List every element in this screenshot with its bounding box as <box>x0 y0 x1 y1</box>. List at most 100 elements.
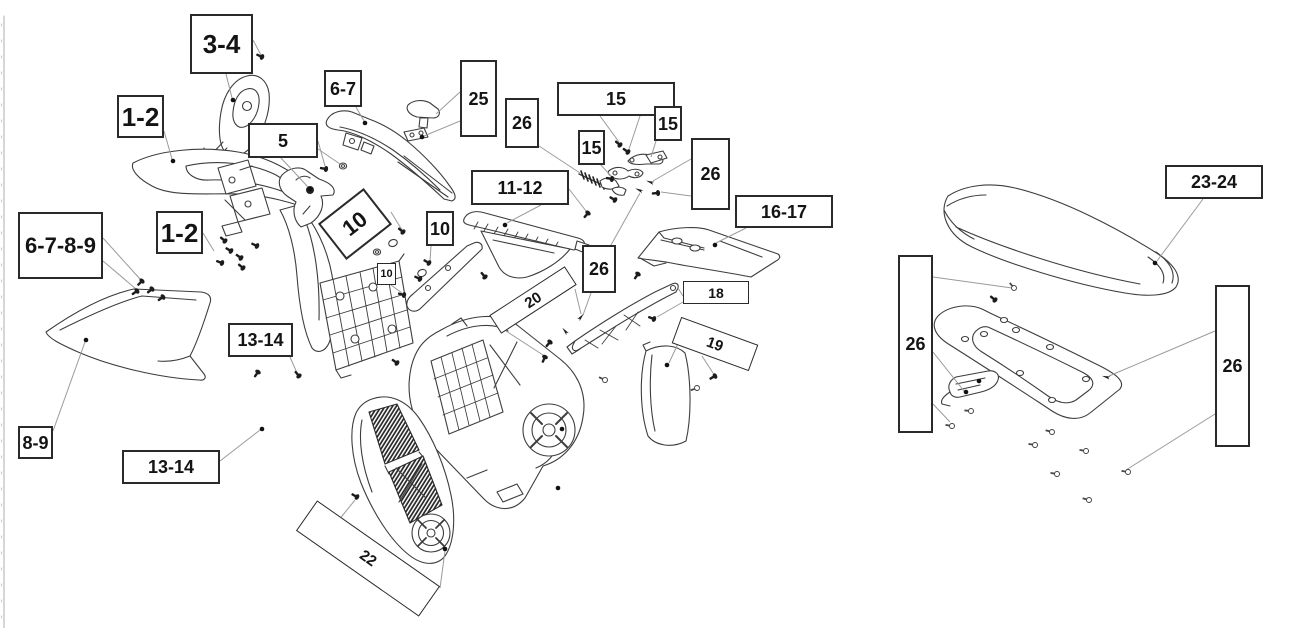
leader-line-3-4 <box>252 39 262 56</box>
fastener-screw-icon <box>423 259 432 266</box>
fastener-screw-icon <box>583 210 591 219</box>
fastener-lscrew-icon <box>964 408 974 414</box>
leader-line-15-a <box>628 115 641 150</box>
fastener-nut-icon <box>372 248 382 256</box>
leader-line-26-d <box>932 351 965 392</box>
fastener-screw-icon <box>319 166 329 172</box>
fastener-screw-icon <box>397 227 406 235</box>
leader-line-10-a <box>429 245 432 262</box>
leader-dot <box>419 134 425 140</box>
fastener-screw-icon <box>251 242 260 249</box>
leader-line-25 <box>435 91 461 115</box>
fastener-lscrew-icon <box>598 376 608 383</box>
part-support-bracket <box>566 282 679 355</box>
fastener-screw-icon <box>235 253 244 261</box>
fastener-lscrew-icon <box>1045 429 1055 435</box>
leader-line-22 <box>439 550 446 589</box>
part-side-panel-left <box>45 288 212 381</box>
leader-line-6-7-8-9 <box>102 260 137 290</box>
leader-line-20-r <box>505 330 544 356</box>
leader-line-18 <box>677 287 684 297</box>
fastener-dart-icon <box>504 319 511 326</box>
leader-line-10-b <box>390 284 403 294</box>
leader-line-26-b <box>660 191 692 197</box>
fastener-screw-icon <box>622 147 631 155</box>
fastener-screw-icon <box>391 358 400 366</box>
leader-line-20-r <box>574 288 582 315</box>
fastener-screw-icon <box>137 278 145 286</box>
part-mount-rail <box>406 241 483 312</box>
fastener-lscrew-icon <box>1009 282 1017 291</box>
fastener-screw-icon <box>256 53 265 60</box>
leader-dot <box>442 546 448 552</box>
leader-dot <box>259 426 265 432</box>
fastener-lscrew-icon <box>1028 442 1038 448</box>
fastener-lscrew-icon <box>945 423 955 429</box>
fastener-screw-icon <box>480 271 488 280</box>
fastener-screw-icon <box>351 493 360 500</box>
fastener-screw-icon <box>215 259 225 266</box>
leader-line-5 <box>280 157 309 188</box>
fastener-screw-icon <box>545 339 553 348</box>
leader-line-8-9 <box>52 341 86 432</box>
part-seat-latch <box>940 370 999 407</box>
fastener-screw-icon <box>651 190 661 196</box>
fastener-screw-icon <box>225 247 234 254</box>
leader-line-11-12 <box>506 204 542 224</box>
fastener-dart-icon <box>646 180 655 185</box>
leader-line-18 <box>656 301 684 318</box>
fastener-screw-icon <box>605 176 615 182</box>
leader-dot <box>83 337 89 343</box>
leader-line-26-e <box>1108 330 1216 377</box>
leader-dot <box>664 362 670 368</box>
leader-line-5 <box>317 148 341 165</box>
fastener-lscrew-icon <box>1121 469 1131 475</box>
leader-line-19 <box>701 355 714 374</box>
part-seat <box>943 184 1179 296</box>
fastener-dart-icon <box>577 313 584 322</box>
leader-line-26-c <box>610 192 641 246</box>
fastener-dart-icon <box>1101 375 1111 380</box>
leader-line-1-2-b <box>202 232 215 252</box>
fastener-screw-icon <box>397 292 407 298</box>
leader-line-13-14-a <box>289 356 298 374</box>
fastener-screw-icon <box>541 354 548 363</box>
leader-line-6-7 <box>355 106 365 122</box>
leader-line-16-17 <box>715 227 747 244</box>
part-rear-fender <box>637 227 781 278</box>
fastener-screw-icon <box>157 294 166 302</box>
part-fender-brackets <box>217 159 271 237</box>
leader-line-15-b <box>650 140 657 158</box>
leader-dot <box>307 186 313 192</box>
leader-dot <box>362 120 368 126</box>
fastener-screw-icon <box>237 263 246 271</box>
leader-line-19 <box>668 334 683 364</box>
part-seat-base-plate <box>933 305 1123 419</box>
leader-line-15-a <box>599 115 620 143</box>
fastener-lscrew-icon <box>690 385 700 392</box>
fastener-screw-icon <box>219 236 228 244</box>
fastener-screw-icon <box>253 369 261 378</box>
leader-line-26-d <box>932 276 1013 289</box>
leader-line-23-24 <box>1156 198 1204 262</box>
part-airbox-cover <box>408 315 585 510</box>
part-radiator-shroud <box>325 110 456 202</box>
fastener-screw-icon <box>414 275 423 282</box>
leader-line-13-14-b <box>219 429 261 462</box>
fastener-screw-icon <box>131 288 140 296</box>
fastener-ring-icon <box>417 268 427 278</box>
leader-dot <box>1152 260 1158 266</box>
fastener-screw-icon <box>614 140 623 148</box>
leader-line-3-4 <box>225 73 233 99</box>
fastener-dart-icon <box>635 188 644 194</box>
leader-dot <box>170 158 176 164</box>
fastener-lscrew-icon <box>1082 497 1092 503</box>
leader-line-26-d <box>932 403 951 423</box>
leader-dot <box>963 389 969 395</box>
fastener-screw-icon <box>146 286 155 294</box>
fastener-screw-icon <box>633 271 641 280</box>
leader-line-6-7-8-9 <box>102 237 141 280</box>
